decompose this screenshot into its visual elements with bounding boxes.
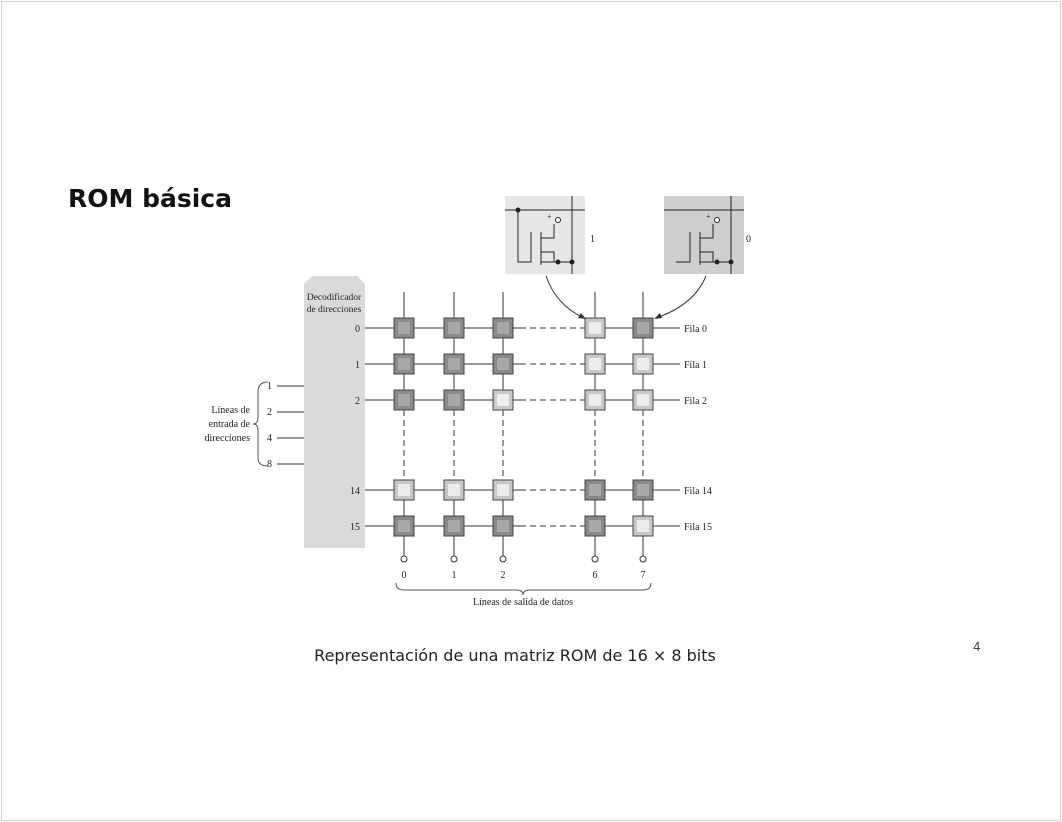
address-label-2: entrada de <box>209 419 251 430</box>
cell-inner <box>637 394 649 406</box>
address-label-3: direcciones <box>204 433 250 444</box>
row-label: Fila 2 <box>684 396 707 407</box>
cell-inner <box>448 322 460 334</box>
inset-stored-one: + <box>505 196 585 274</box>
cell-inner <box>589 394 601 406</box>
output-terminal <box>639 555 647 563</box>
cell-inner <box>637 358 649 370</box>
address-input-1: 1 <box>267 381 272 392</box>
row-number: 2 <box>355 396 360 407</box>
cell-inner <box>398 394 410 406</box>
inset-zero-label: 0 <box>746 234 751 245</box>
row-number: 0 <box>355 324 360 335</box>
decoder-block <box>304 276 365 548</box>
arrow-zero-head <box>654 313 662 319</box>
column-label: 2 <box>501 570 506 581</box>
cell-inner <box>589 520 601 532</box>
cell-inner <box>398 484 410 496</box>
row-label: Fila 15 <box>684 522 712 533</box>
row-number: 1 <box>355 360 360 371</box>
output-brace <box>395 582 652 596</box>
address-input-8: 8 <box>267 459 272 470</box>
row-number: 15 <box>350 522 360 533</box>
column-label: 6 <box>593 570 598 581</box>
cell-inner <box>589 358 601 370</box>
decoder-label-1: Decodificador <box>307 292 362 303</box>
cell-inner <box>497 394 509 406</box>
cell-inner <box>497 322 509 334</box>
column-label: 1 <box>452 570 457 581</box>
cell-inner <box>398 358 410 370</box>
row-label: Fila 0 <box>684 324 707 335</box>
inset-one-label: 1 <box>590 234 595 245</box>
cell-inner <box>448 484 460 496</box>
address-input-4: 4 <box>267 433 272 444</box>
row-number: 14 <box>350 486 360 497</box>
address-brace <box>252 381 269 467</box>
output-terminal <box>400 555 408 563</box>
address-label-1: Líneas de <box>211 405 250 416</box>
cell-inner <box>637 520 649 532</box>
output-terminal <box>591 555 599 563</box>
slide-caption: Representación de una matriz ROM de 16 ×… <box>314 646 716 665</box>
cell-inner <box>637 322 649 334</box>
cell-inner <box>497 484 509 496</box>
decoder-label-2: de direcciones <box>307 305 362 315</box>
cell-inner <box>448 520 460 532</box>
arrow-one-head <box>578 313 586 319</box>
page-number: 4 <box>973 640 981 654</box>
output-label: Líneas de salida de datos <box>473 597 573 608</box>
arrow-one <box>545 275 585 319</box>
output-terminal <box>499 555 507 563</box>
row-label: Fila 14 <box>684 486 712 497</box>
slide-title: ROM básica <box>68 184 232 213</box>
svg-text:+: + <box>547 212 552 221</box>
row-label: Fila 1 <box>684 360 707 371</box>
cell-inner <box>448 394 460 406</box>
cell-inner <box>497 358 509 370</box>
output-terminal <box>450 555 458 563</box>
column-label: 7 <box>641 570 646 581</box>
column-label: 0 <box>402 570 407 581</box>
svg-text:+: + <box>706 212 711 221</box>
cell-inner <box>589 484 601 496</box>
cell-inner <box>398 520 410 532</box>
cell-inner <box>448 358 460 370</box>
cell-inner <box>398 322 410 334</box>
cell-inner <box>637 484 649 496</box>
cell-inner <box>589 322 601 334</box>
arrow-zero <box>655 275 707 319</box>
inset-stored-zero: + <box>664 196 744 274</box>
cell-inner <box>497 520 509 532</box>
address-input-2: 2 <box>267 407 272 418</box>
